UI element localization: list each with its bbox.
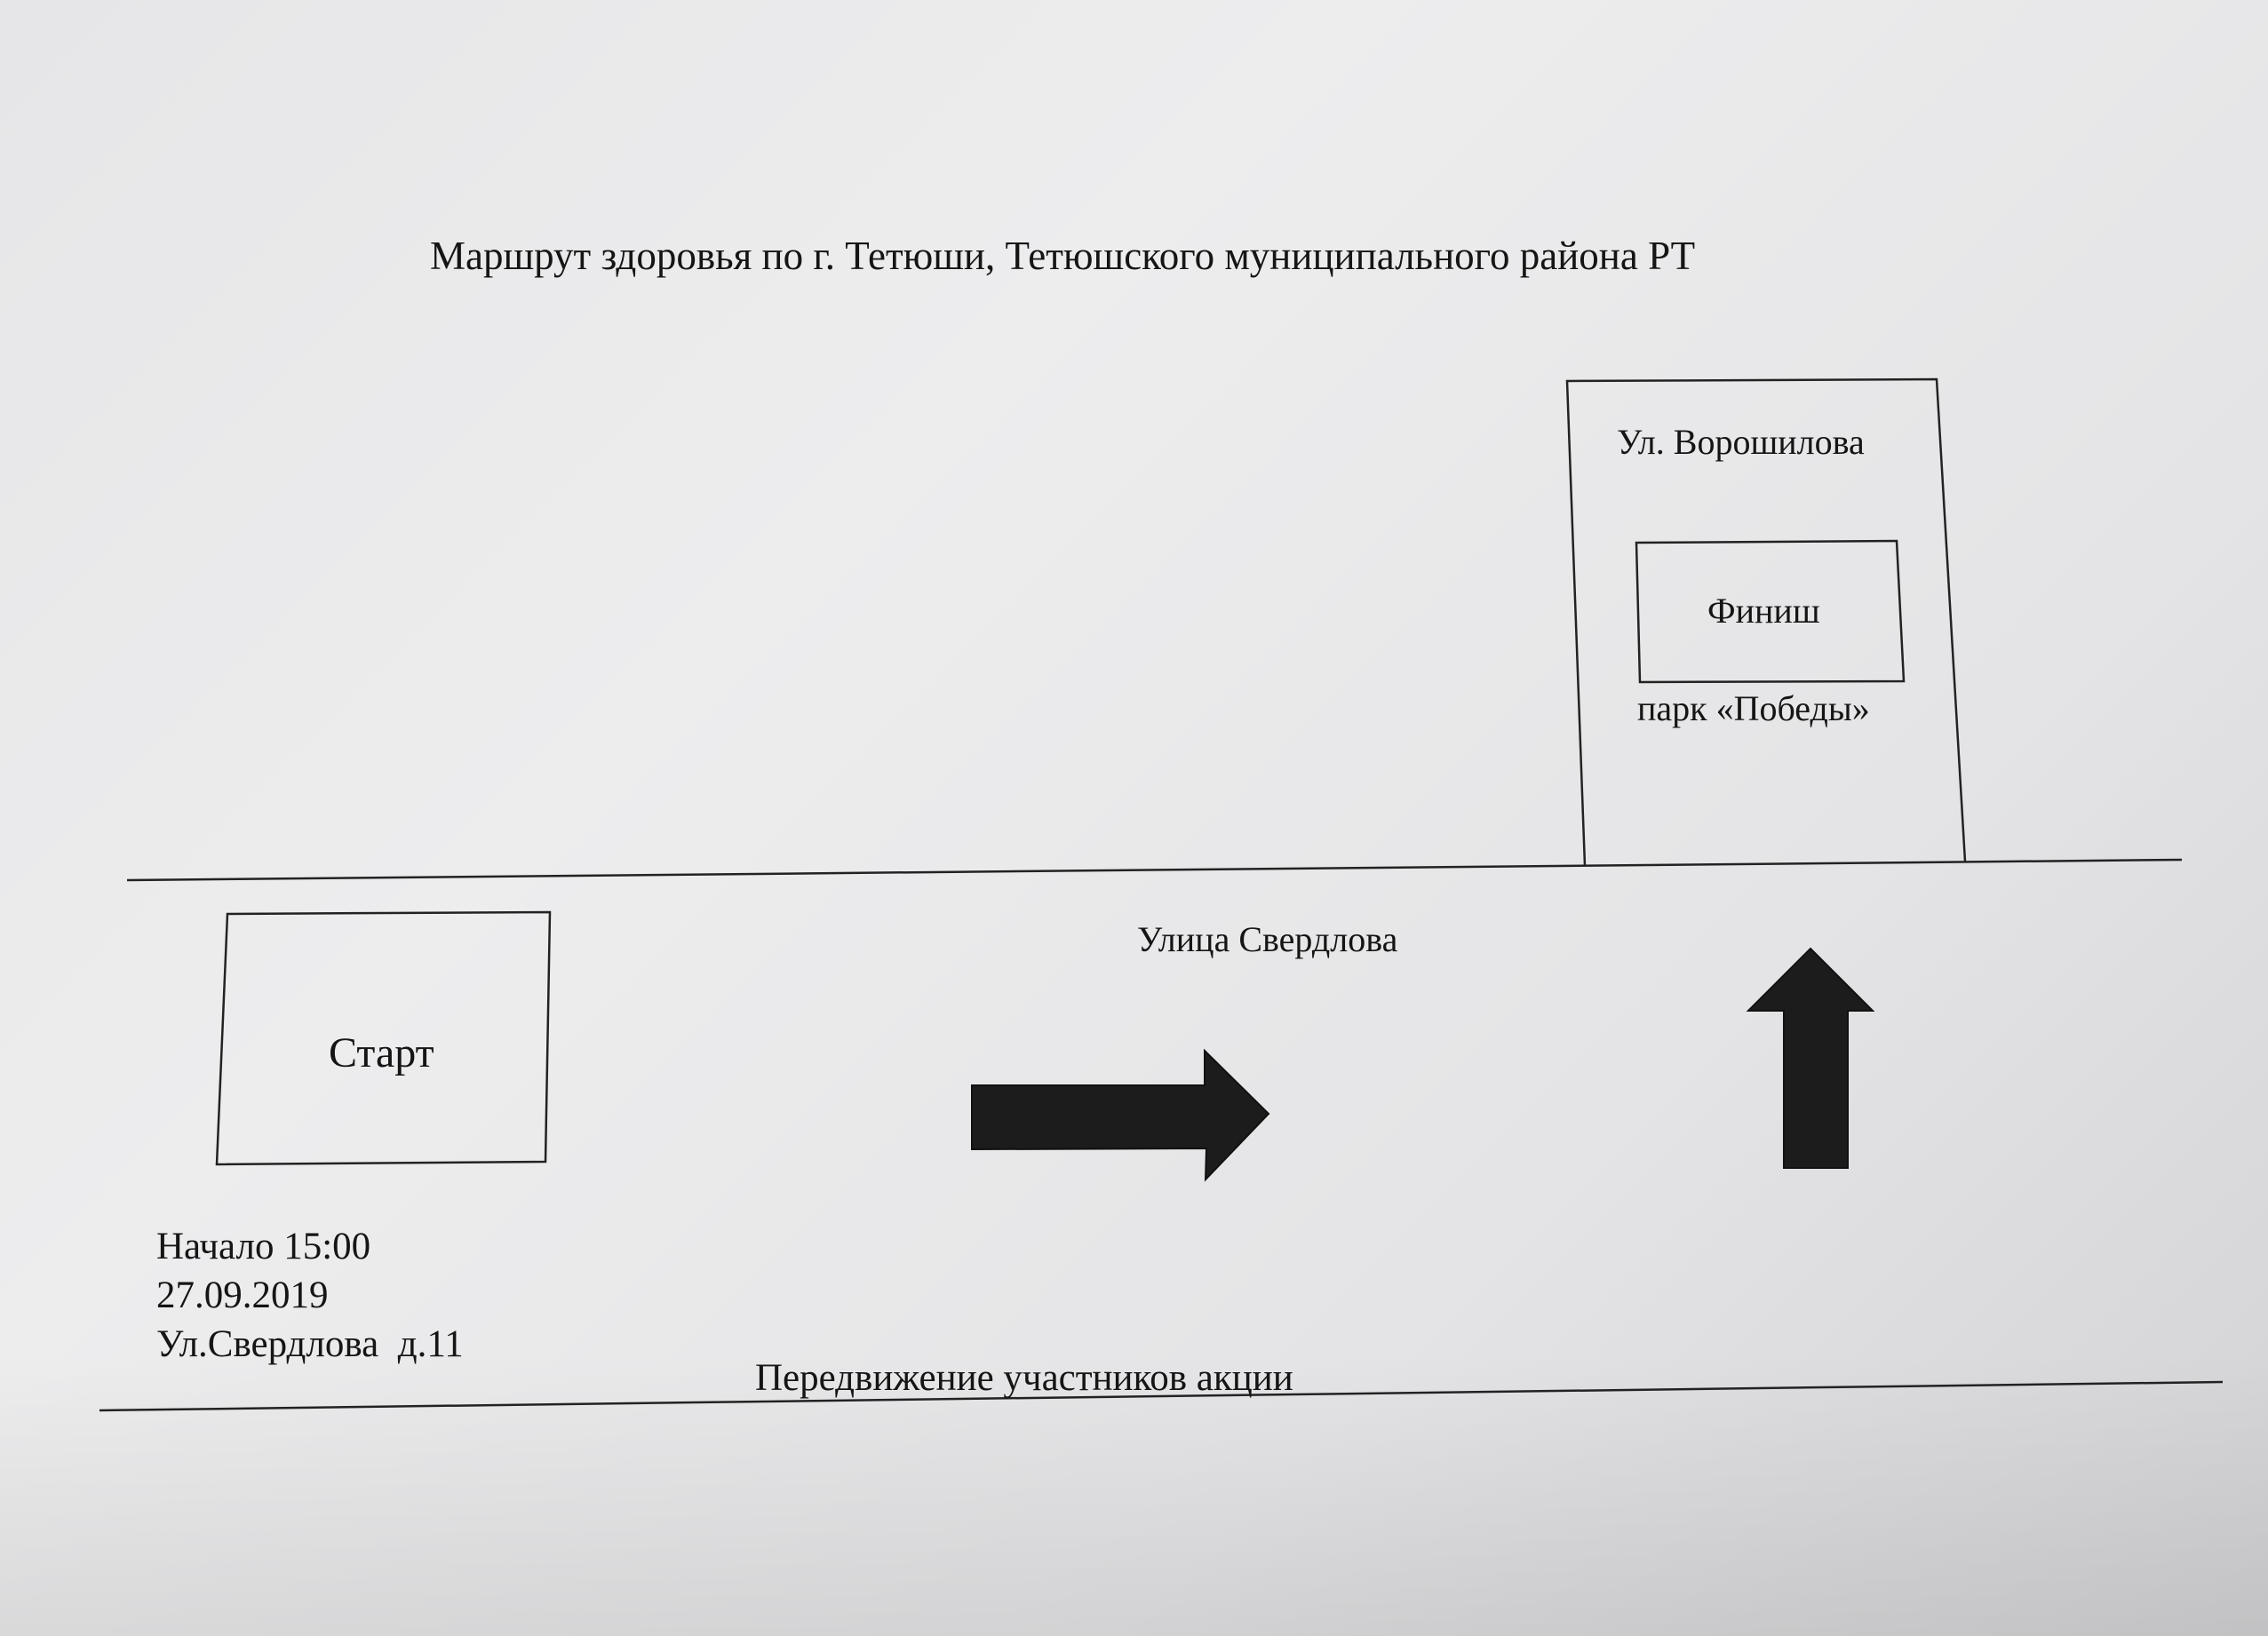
park-label: парк «Победы»: [1637, 688, 1870, 728]
finish-box: [1635, 539, 1906, 684]
arrow-right-icon: [971, 1048, 1270, 1182]
movement-label: Передвижение участников акции: [755, 1357, 1293, 1399]
road-line-lower: [99, 1380, 2224, 1412]
arrow-up-icon: [1746, 947, 1875, 1169]
start-time: Начало 15:00: [156, 1226, 371, 1267]
diagram-title: Маршрут здоровья по г. Тетюши, Тетюшског…: [430, 234, 1696, 278]
voroshilova-street-block: [1565, 377, 1967, 867]
start-box: [215, 910, 552, 1166]
road-line-upper: [126, 858, 2183, 882]
start-label: Старт: [329, 1029, 434, 1076]
street-label-sverdlova: Улица Свердлова: [1137, 919, 1398, 959]
start-date: 27.09.2019: [156, 1275, 329, 1316]
start-address: Ул.Свердлова д.11: [156, 1323, 464, 1365]
finish-label: Финиш: [1707, 591, 1820, 631]
street-label-voroshilova: Ул. Ворошилова: [1617, 422, 1865, 462]
start-info: Начало 15:00 27.09.2019 Ул.Свердлова д.1…: [156, 1222, 464, 1369]
